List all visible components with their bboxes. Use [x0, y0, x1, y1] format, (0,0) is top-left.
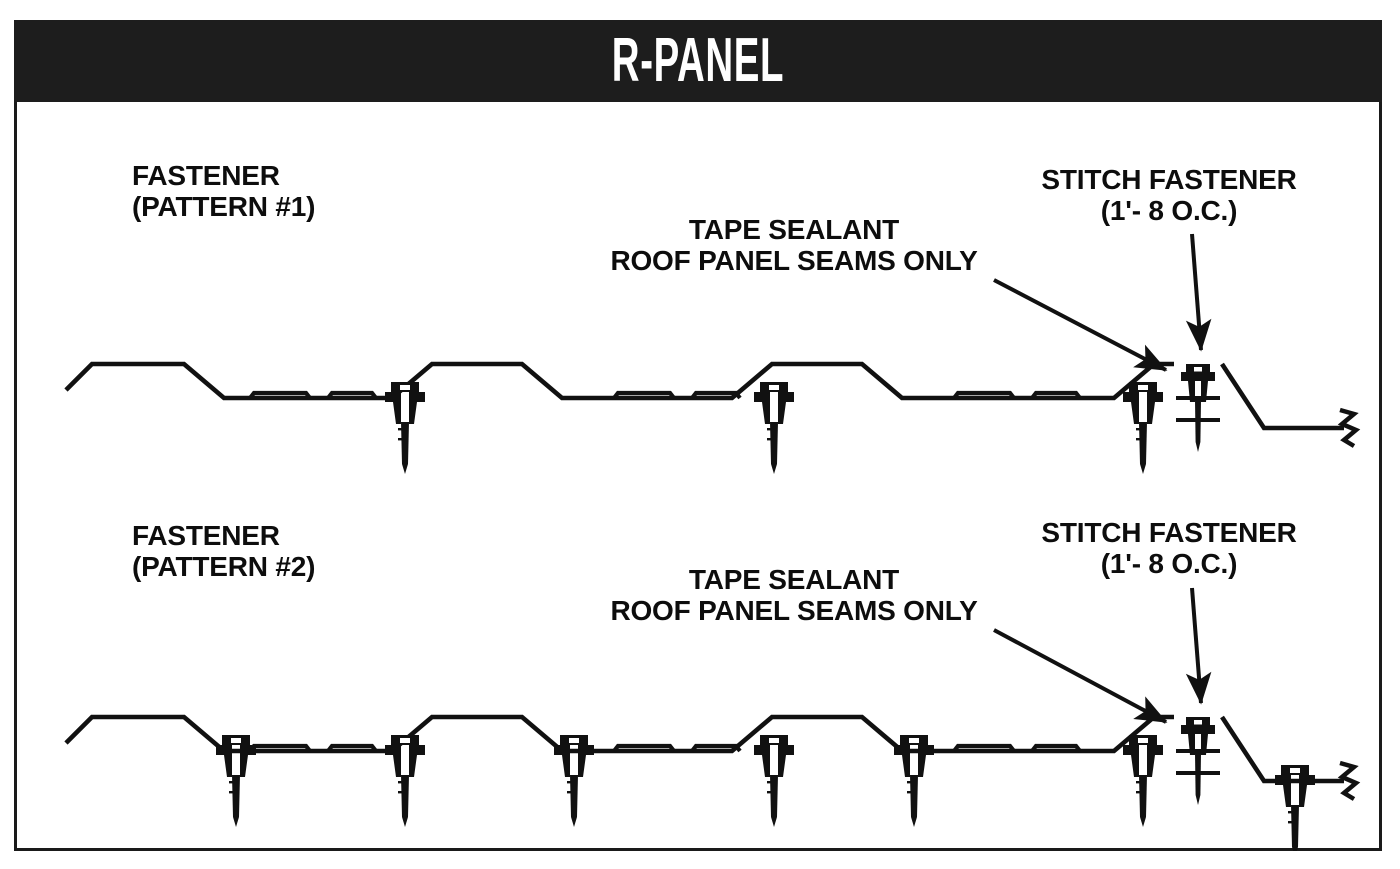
label-tape-sealant-1: TAPE SEALANT ROOF PANEL SEAMS ONLY: [574, 214, 1014, 277]
label-tape-sealant-2-line2: ROOF PANEL SEAMS ONLY: [610, 595, 978, 627]
title-bar: R-PANEL: [14, 20, 1382, 102]
label-stitch-fastener-1-line1: STITCH FASTENER: [1041, 164, 1297, 195]
panel-detail-drawing: [64, 233, 1382, 851]
valley-fastener: [1275, 765, 1315, 851]
valley-stiffener-ribs-1: [248, 390, 1082, 400]
page-title: R-PANEL: [611, 26, 785, 95]
label-stitch-fastener-1-line2: (1'- 8 O.C.): [1100, 195, 1238, 227]
label-tape-sealant-1-line1: TAPE SEALANT: [688, 214, 900, 245]
label-tape-sealant-1-line2: ROOF PANEL SEAMS ONLY: [610, 245, 978, 277]
label-stitch-fastener-2-line2: (1'- 8 O.C.): [1100, 548, 1238, 580]
valley-fastener: [385, 735, 425, 827]
label-fastener-pattern-2-line1: FASTENER: [132, 520, 280, 551]
drawing-canvas: FASTENER (PATTERN #1) TAPE SEALANT ROOF …: [14, 102, 1382, 851]
tape-sealant-arrow: [993, 278, 1168, 372]
label-fastener-pattern-2-line2: (PATTERN #2): [132, 551, 316, 583]
label-fastener-pattern-1: FASTENER (PATTERN #1): [132, 160, 315, 223]
label-stitch-fastener-2: STITCH FASTENER (1'- 8 O.C.): [999, 517, 1339, 580]
label-fastener-pattern-1-line1: FASTENER: [132, 160, 280, 191]
label-stitch-fastener-2-line1: STITCH FASTENER: [1041, 517, 1297, 548]
valley-fastener: [1123, 735, 1163, 827]
tape-sealant-arrow: [993, 628, 1168, 724]
valley-fastener: [1123, 382, 1163, 474]
label-fastener-pattern-1-line2: (PATTERN #1): [132, 191, 316, 223]
valley-fastener: [754, 382, 794, 474]
stitch-fastener-arrow: [1185, 587, 1212, 705]
stitch-fastener-arrow: [1185, 233, 1212, 352]
valley-fastener: [754, 735, 794, 827]
label-stitch-fastener-1: STITCH FASTENER (1'- 8 O.C.): [999, 164, 1339, 227]
label-tape-sealant-2: TAPE SEALANT ROOF PANEL SEAMS ONLY: [574, 564, 1014, 627]
stitch-fastener: [1176, 717, 1220, 805]
label-fastener-pattern-2: FASTENER (PATTERN #2): [132, 520, 315, 583]
panel-profile-1: [64, 361, 1344, 431]
stitch-fastener: [1176, 364, 1220, 452]
label-tape-sealant-2-line1: TAPE SEALANT: [688, 564, 900, 595]
detail-pattern-1: [64, 233, 1356, 474]
valley-fastener: [385, 382, 425, 474]
detail-pattern-2: [64, 587, 1356, 851]
